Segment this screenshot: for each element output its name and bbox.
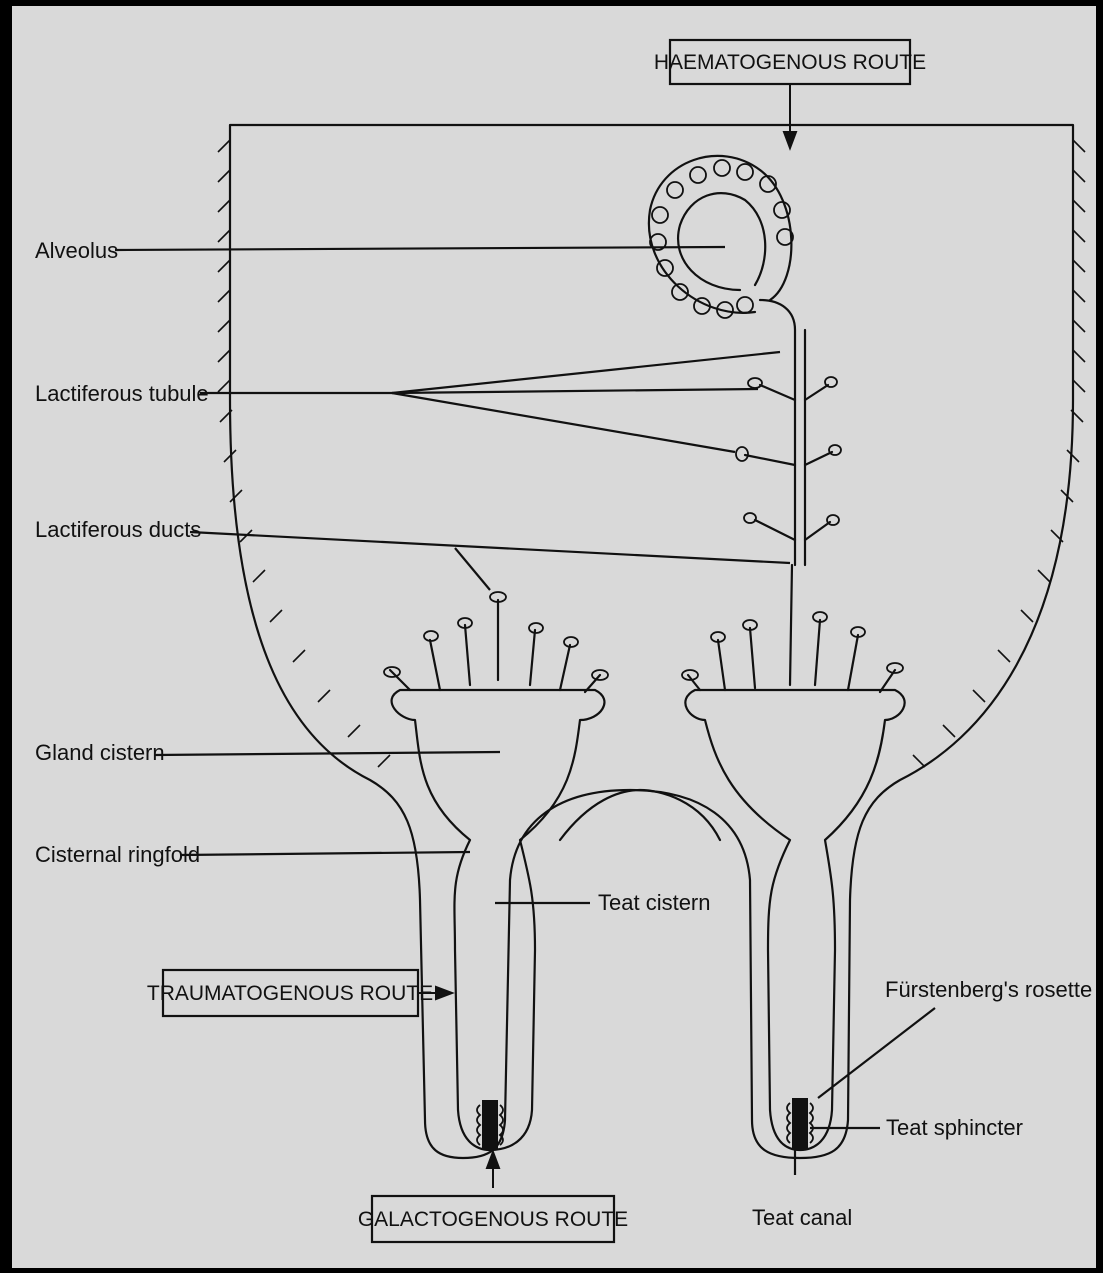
label-teat-canal: Teat canal [752,1205,852,1230]
haematogenous-route-label: HAEMATOGENOUS ROUTE [654,51,926,74]
alveolus-structure [649,156,793,318]
leader-lines [115,247,935,1175]
right-gland-cistern [682,565,905,1150]
label-gland-cistern: Gland cistern [35,740,165,765]
galactogenous-route-label: GALACTOGENOUS ROUTE [358,1208,628,1231]
label-lactiferous-ducts: Lactiferous ducts [35,517,201,542]
route-arrows [418,85,796,1188]
lactiferous-duct-tree [736,300,841,565]
traumatogenous-route-box: TRAUMATOGENOUS ROUTE [147,970,433,1016]
label-teat-sphincter: Teat sphincter [886,1115,1023,1140]
label-cisternal-ringfold: Cisternal ringfold [35,842,200,867]
label-furstenberg-rosette: Fürstenberg's rosette [885,977,1092,1002]
inter-teat-arch [560,790,720,840]
haematogenous-route-box: HAEMATOGENOUS ROUTE [654,40,926,84]
label-lactiferous-tubule: Lactiferous tubule [35,381,209,406]
traumatogenous-route-label: TRAUMATOGENOUS ROUTE [147,982,433,1005]
label-teat-cistern: Teat cistern [598,890,711,915]
label-alveolus: Alveolus [35,238,118,263]
galactogenous-route-box: GALACTOGENOUS ROUTE [358,1196,628,1242]
